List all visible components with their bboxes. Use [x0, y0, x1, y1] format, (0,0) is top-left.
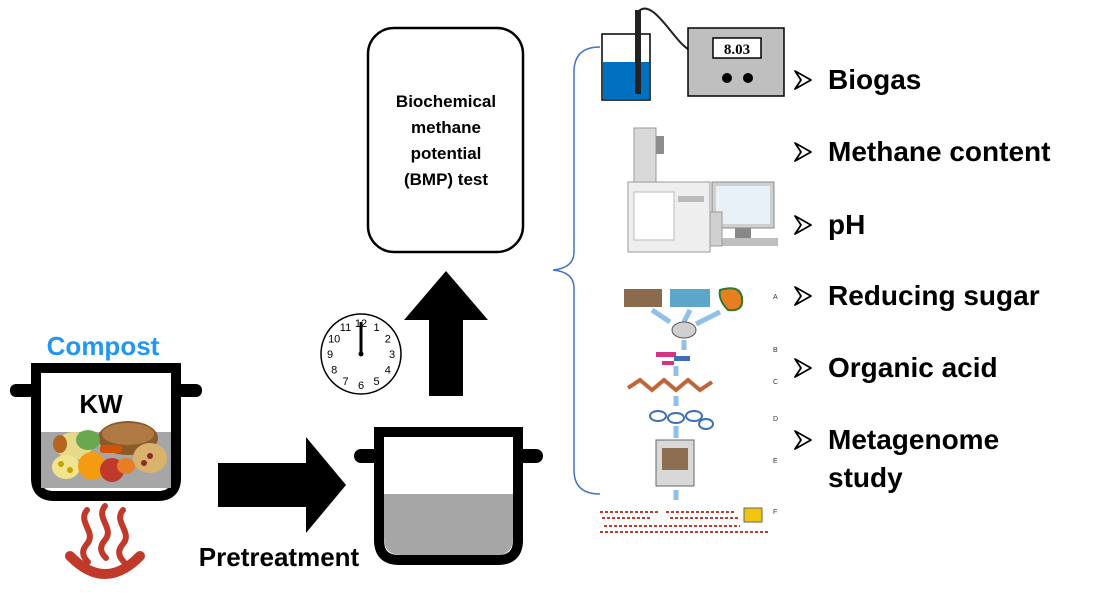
clock-icon: 121234567891011 [320, 313, 402, 395]
bmp-line-1: Biochemical [396, 92, 496, 111]
metagenome-step-label: D [773, 416, 778, 423]
bmp-line-4: (BMP) test [404, 170, 488, 189]
clock-number: 6 [358, 380, 364, 392]
arrow-bullet-icon [794, 358, 812, 378]
result-label: Organic acid [828, 352, 998, 383]
pretreatment-pot [354, 427, 543, 565]
clock-number: 11 [340, 322, 351, 334]
result-label: Methane content [828, 136, 1050, 167]
pretreatment-arrow [218, 437, 346, 533]
metagenome-step-label: E [773, 458, 778, 465]
bracket [552, 46, 601, 495]
clock-number: 3 [389, 349, 395, 361]
clock-number: 1 [373, 322, 379, 334]
arrow-bullet-icon [794, 215, 812, 235]
arrow-bullet-icon [794, 70, 812, 90]
result-label-line2: study [828, 462, 903, 493]
kw-label: KW [79, 389, 123, 419]
up-arrow [404, 271, 488, 396]
result-label: Metagenome [828, 424, 999, 455]
metagenome-step-label: F [773, 509, 777, 516]
metagenome-step-label: A [773, 294, 778, 301]
metagenome-step-label: C [773, 379, 778, 386]
clock-number: 5 [373, 376, 379, 388]
bmp-line-2: methane [411, 118, 481, 137]
pretreatment-label: Pretreatment [199, 542, 360, 572]
bmp-line-3: potential [411, 144, 482, 163]
clock-number: 10 [328, 334, 340, 346]
ph-meter-icon: 8.03 [601, 7, 785, 101]
arrow-bullet-icon [794, 430, 812, 450]
meter-reading: 8.03 [724, 42, 750, 58]
arrow-bullet-icon [794, 142, 812, 162]
result-label: Reducing sugar [828, 280, 1040, 311]
clock-number: 9 [327, 349, 333, 361]
compost-label: Compost [47, 331, 160, 361]
gas-chromatograph-icon [627, 127, 778, 253]
pretreatment-pot-liquid [384, 494, 513, 555]
food-waste-icon [52, 421, 167, 482]
clock-number: 2 [385, 334, 391, 346]
clock-number: 8 [331, 365, 337, 377]
metagenome-workflow-icon: A B C D E F [600, 287, 778, 533]
clock-number: 4 [385, 365, 391, 377]
metagenome-step-label: B [773, 347, 778, 354]
bmp-test-box: Biochemical methane potential (BMP) test [366, 26, 525, 254]
clock-number: 7 [342, 376, 348, 388]
heat-icon [65, 503, 145, 579]
compost-pot: Compost KW [10, 331, 202, 501]
result-label: Biogas [828, 64, 921, 95]
result-label: pH [828, 209, 865, 240]
arrow-bullet-icon [794, 286, 812, 306]
